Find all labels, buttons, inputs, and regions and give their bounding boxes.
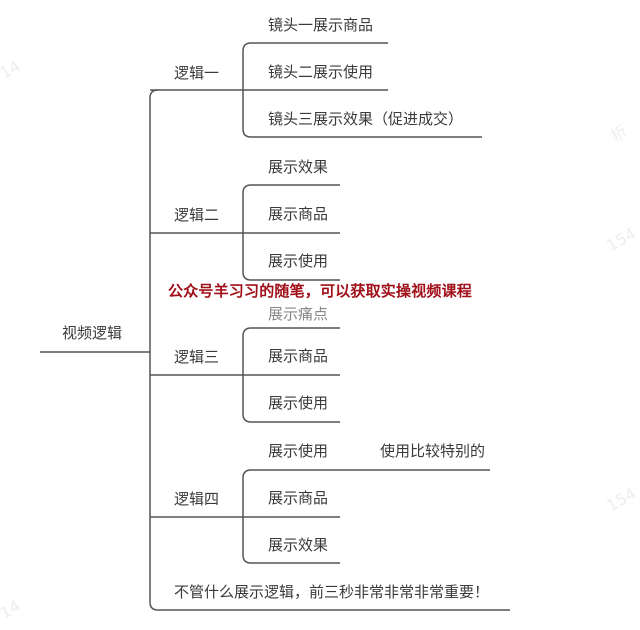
leaf-node: 镜头一展示商品 [268,16,374,34]
leaf-node: 展示使用 [268,394,329,412]
leaf-node: 展示商品 [268,489,329,507]
branch-node-1: 逻辑一 [174,64,220,82]
leaf-node: 镜头二展示使用 [268,63,374,81]
leaf-node: 展示效果 [268,536,329,554]
leaf-node: 展示商品 [268,347,329,365]
leaf-note: 使用比较特别的 [380,442,486,460]
overlay-watermark-text: 公众号羊习习的随笔，可以获取实操视频课程 [168,282,473,300]
leaf-node: 镜头三展示效果（促进成交） [268,110,464,128]
branch-node-3: 逻辑三 [174,348,220,366]
leaf-node: 展示使用 [268,442,329,460]
root-node: 视频逻辑 [62,324,123,342]
leaf-node: 展示痛点 [268,305,329,323]
leaf-node: 展示效果 [268,158,329,176]
branch-node-2: 逻辑二 [174,206,220,224]
trunk-line [149,89,510,611]
summary-node: 不管什么展示逻辑，前三秒非常非常非常重要！ [174,583,490,601]
branch-node-4: 逻辑四 [174,490,220,508]
leaf-node: 展示商品 [268,205,329,223]
leaf-node: 展示使用 [268,252,329,270]
